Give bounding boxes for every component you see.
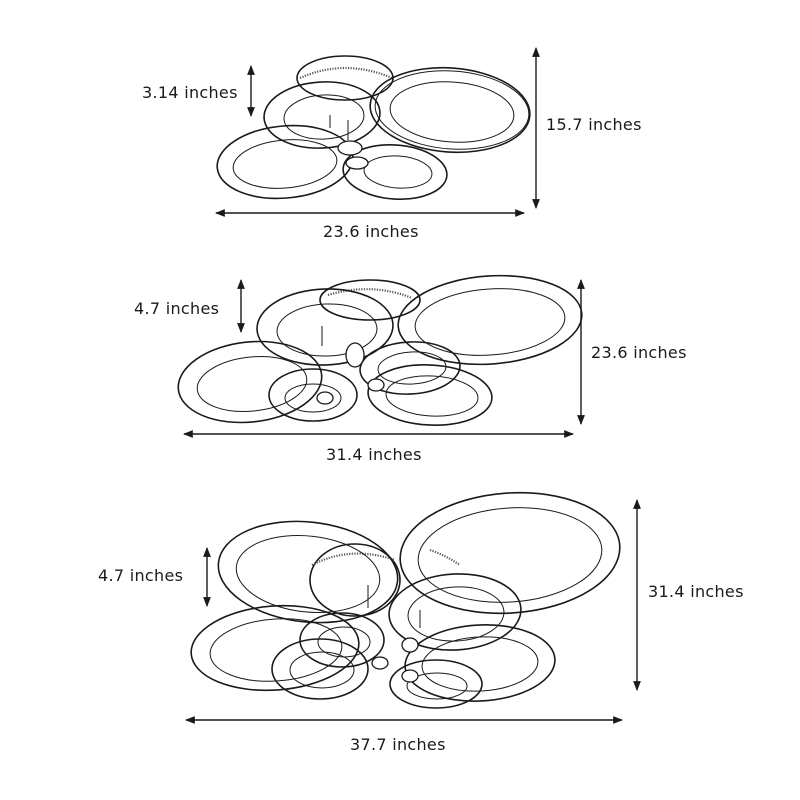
height-label: 4.7 inches (98, 566, 184, 585)
width-label: 23.6 inches (323, 222, 419, 241)
chandelier-6-ring-drawing (177, 274, 585, 438)
depth-label: 31.4 inches (648, 582, 744, 601)
chandelier-6-ring-diagram: 4.7 inches 23.6 inches 31.4 inches (134, 274, 687, 464)
depth-label: 15.7 inches (546, 115, 642, 134)
height-label: 4.7 inches (134, 299, 220, 318)
chandelier-4-ring-diagram: 3.14 inches 15.7 inches 23.6 inches (0, 0, 800, 260)
depth-label: 23.6 inches (591, 343, 687, 362)
width-label: 31.4 inches (326, 445, 422, 464)
width-label: 37.7 inches (350, 735, 446, 754)
height-label: 3.14 inches (142, 83, 238, 102)
chandelier-4-ring-drawing (215, 47, 540, 217)
